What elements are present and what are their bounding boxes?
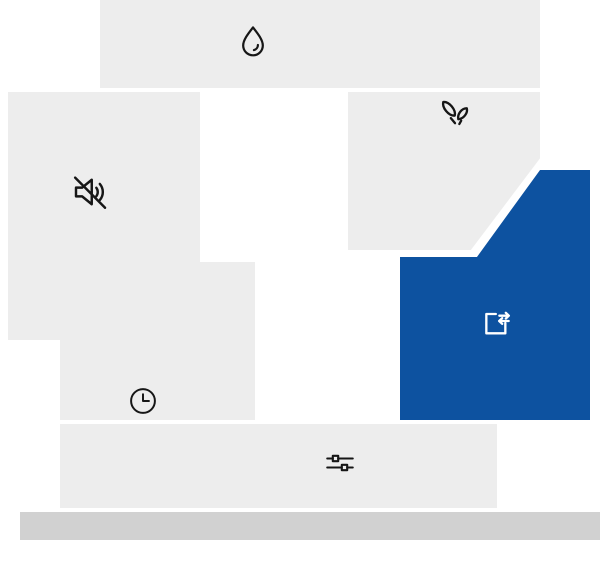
speaker-muted-icon: [69, 171, 111, 213]
tile-time[interactable]: [60, 262, 255, 420]
bottom-scroll-bar[interactable]: [20, 512, 600, 540]
tile-water[interactable]: [100, 0, 540, 88]
sliders-icon: [322, 445, 358, 481]
tile-settings[interactable]: [60, 424, 497, 508]
eco-leaves-icon: [435, 94, 475, 134]
clock-icon: [126, 384, 160, 418]
water-drop-icon: [234, 23, 272, 61]
remote-start-icon: [475, 302, 515, 342]
